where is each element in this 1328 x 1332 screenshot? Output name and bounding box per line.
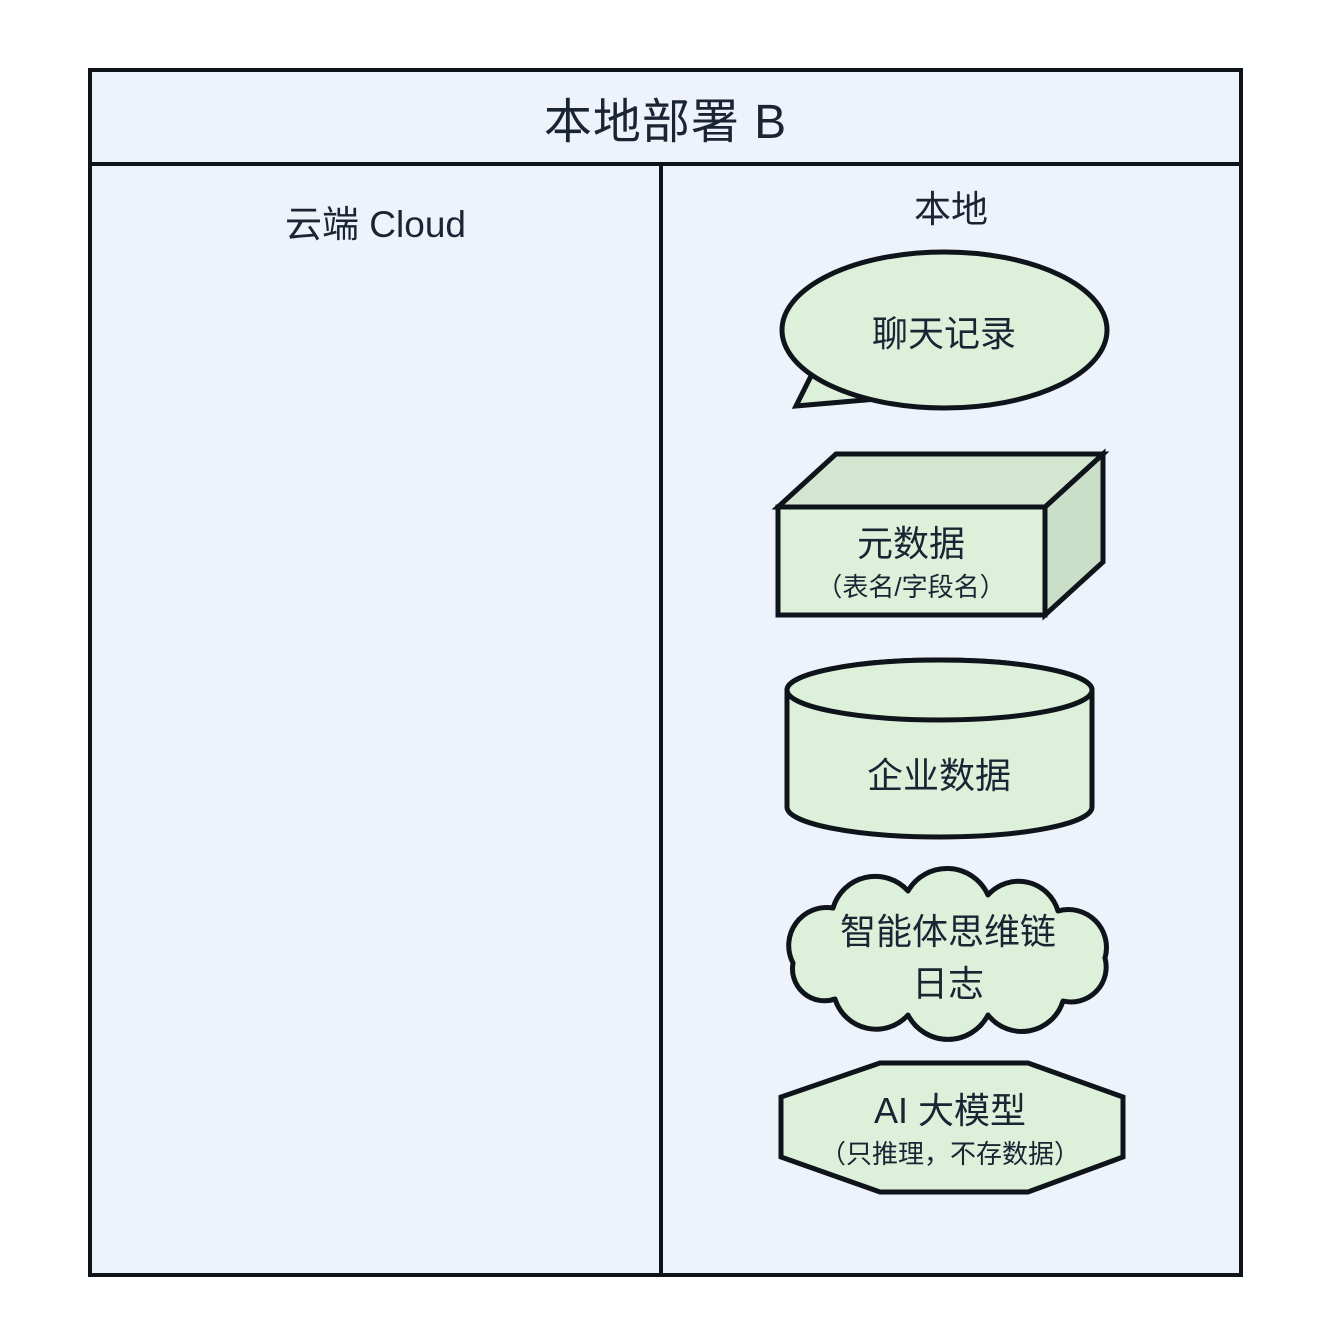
lane-cloud: 云端 Cloud [92,166,663,1273]
diagram-title: 本地部署 B [543,96,788,149]
cot-log-label-line1: 智能体思维链 [840,911,1056,952]
lane-local-header: 本地 [914,189,988,230]
enterprise-db-cylinder-rim [784,657,1095,723]
lane-cloud-header: 云端 Cloud [285,204,466,245]
ai-model-label: AI 大模型 [874,1090,1026,1131]
metadata-sublabel: （表名/字段名） [816,572,1005,602]
metadata-label: 元数据 [857,523,965,564]
chat-log-bubble [779,249,1110,411]
enterprise-data-label: 企业数据 [867,755,1011,796]
chat-log-label: 聊天记录 [872,313,1016,354]
diagram-title-row: 本地部署 B [92,72,1239,166]
diagram-lanes: 云端 Cloud 本地 [92,166,1239,1273]
ai-model-sublabel: （只推理，不存数据） [820,1139,1080,1169]
lane-local: 本地 [663,166,1239,1273]
ai-model-octagon [778,1060,1126,1195]
cot-log-label-line2: 日志 [912,963,984,1004]
cot-log-cloud [786,866,1109,1042]
metadata-cube-top [771,451,1110,510]
metadata-cube-front [775,504,1048,618]
